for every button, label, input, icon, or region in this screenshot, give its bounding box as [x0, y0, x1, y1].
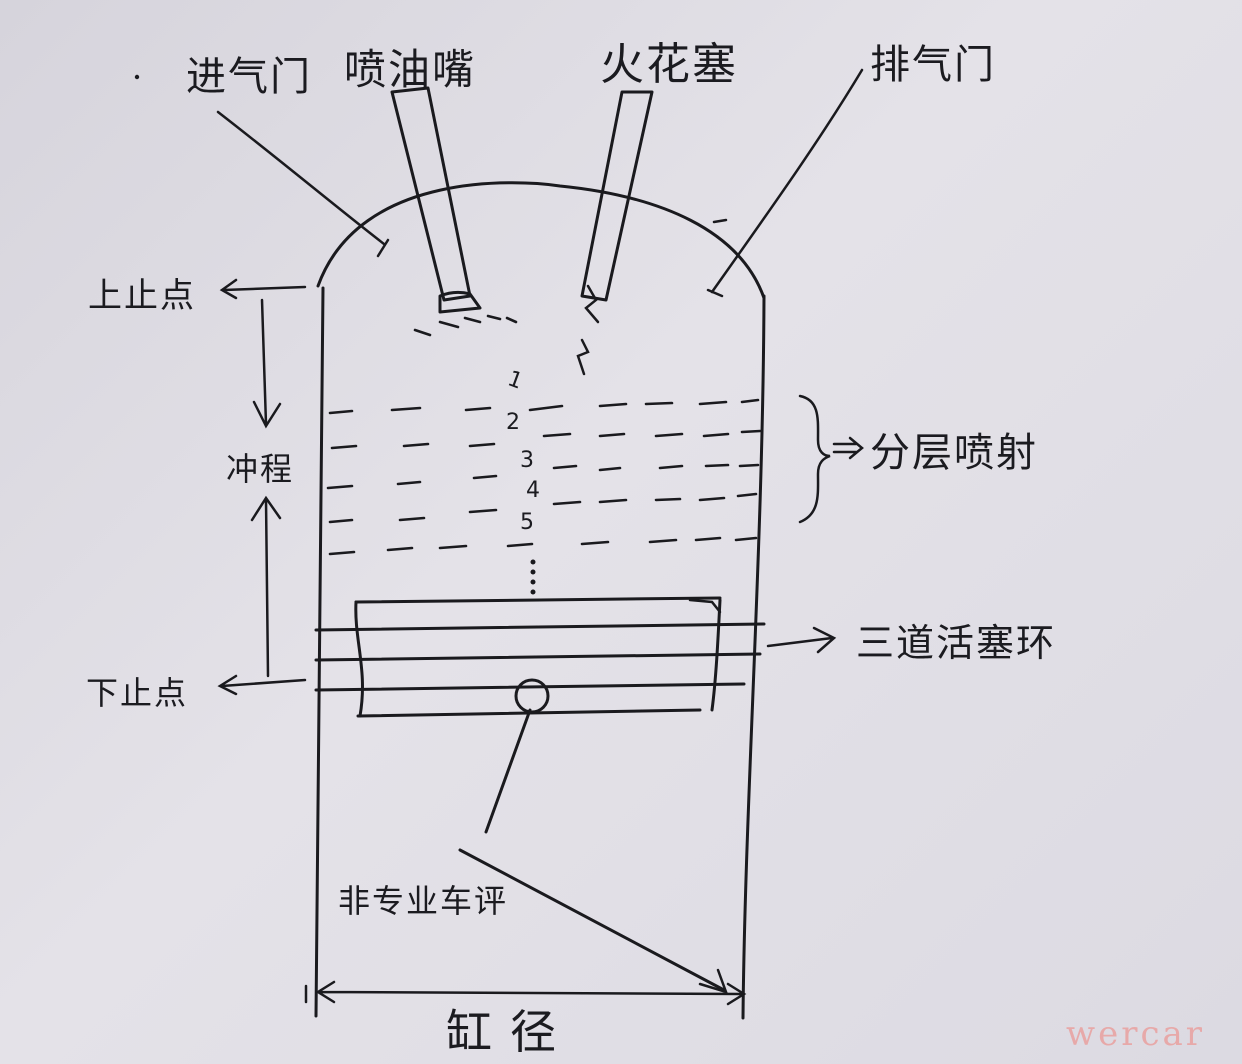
intake-valve-label: 进气门	[186, 54, 312, 100]
layer-number-2: 2	[506, 410, 520, 435]
layer-number-4: 4	[526, 478, 540, 503]
cylinder-left-wall	[314, 286, 325, 1018]
injector-spray	[413, 314, 518, 337]
spark-plug-label: 火花塞	[600, 39, 738, 90]
layer-brace	[798, 394, 831, 524]
tdc-label: 上止点	[88, 276, 196, 316]
piston-rings-label: 三道活塞环	[856, 621, 1057, 665]
rod-label: 非专业车评	[338, 882, 509, 920]
exhaust-valve-label: 排气门	[870, 42, 996, 88]
layer-number-3: 3	[520, 448, 534, 473]
cylinder-right-wall	[741, 294, 766, 1020]
exhaust-valve-pointer	[710, 68, 864, 294]
stroke-label: 冲程	[226, 450, 295, 488]
stratified-layer-dashes	[326, 398, 762, 556]
piston	[314, 596, 766, 718]
bore-label: 缸径	[446, 1005, 574, 1059]
stratified-injection-label: 分层喷射	[870, 430, 1038, 476]
brace-double-arrow	[832, 436, 864, 460]
injector-body	[390, 86, 472, 302]
connecting-rod	[484, 708, 532, 834]
bore-dimension-line	[315, 980, 747, 1006]
cylinder-head-dome	[316, 181, 766, 300]
spark-bolt-icon	[576, 338, 590, 376]
tdc-arrow	[219, 278, 307, 300]
stroke-bottom-arrow	[250, 495, 282, 678]
intake-valve-pointer	[216, 110, 386, 246]
watermark: wercar	[1066, 1014, 1206, 1054]
crank-throw-line	[458, 848, 726, 992]
spark-icon	[584, 284, 600, 324]
layer-continuation-dots	[530, 559, 536, 595]
injector-label: 喷油嘴	[344, 45, 477, 94]
injector-tip	[438, 290, 482, 314]
bdc-label: 下止点	[86, 674, 189, 712]
layer-number-5: 5	[520, 510, 534, 535]
piston-rings-arrow	[766, 626, 837, 654]
bdc-arrow	[217, 674, 307, 696]
spark-plug-body	[580, 90, 654, 302]
stroke-top-arrow	[252, 298, 282, 429]
